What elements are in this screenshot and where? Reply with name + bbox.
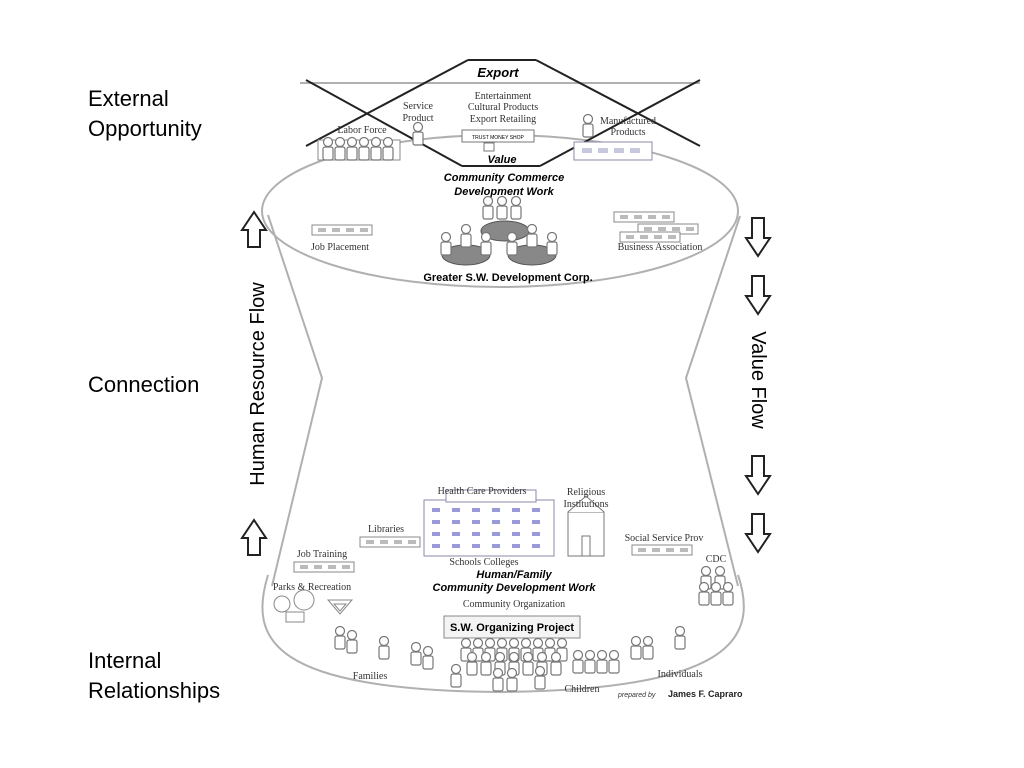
job-placement-label: Job Placement [311, 242, 369, 253]
entertainment-line: Entertainment [475, 91, 532, 102]
products-line: Products [611, 127, 646, 138]
value-flow-label: Value Flow [747, 331, 769, 429]
internal-label-line1: Internal [88, 648, 162, 673]
internal-label-line2: Relationships [88, 678, 221, 703]
libraries-label: Libraries [368, 524, 404, 535]
families-icon [334, 625, 434, 670]
shop-storefront-icon: TRUST MONEY SHOP [461, 129, 535, 152]
human-resource-flow-arrows [240, 210, 268, 556]
job-placement-building-icon [311, 224, 373, 236]
down-arrow-icon [744, 275, 772, 316]
community-commerce-line1: Community Commerce [444, 172, 564, 184]
up-arrow-icon [240, 518, 268, 556]
social-service-building-icon [631, 544, 693, 556]
manufactured-products-label: Manufactured Products [600, 116, 656, 138]
organizing-project-box [443, 615, 581, 639]
social-service-label: Social Service Prov [625, 533, 704, 544]
hourglass-outline [261, 82, 745, 694]
parks-recreation-icon [273, 589, 354, 623]
job-training-label: Job Training [297, 549, 347, 560]
external-opportunity-label: External Opportunity [88, 84, 202, 144]
organizing-project-label: S.W. Organizing Project [450, 622, 574, 634]
individuals-label: Individuals [658, 669, 703, 680]
religious-institutions-label: Religious Institutions [563, 487, 608, 510]
human-family-line2: Community Development Work [433, 582, 597, 594]
cultural-products-line: Cultural Products [468, 102, 538, 113]
individuals-icon [630, 625, 686, 660]
human-resource-flow-label: Human Resource Flow [247, 282, 269, 486]
value-flow-arrows [744, 217, 772, 554]
up-arrow-icon [240, 210, 268, 248]
external-label-line2: Opportunity [88, 116, 202, 141]
community-commerce-line2: Development Work [454, 186, 554, 198]
business-association-label: Business Association [618, 242, 703, 253]
export-x-lines [305, 59, 701, 167]
hospital-building-icon [423, 489, 555, 557]
children-label: Children [565, 684, 600, 695]
value-title: Value [488, 154, 517, 166]
manufactured-line: Manufactured [600, 116, 656, 127]
community-organization-label: Community Organization [463, 599, 565, 610]
down-arrow-icon [744, 217, 772, 258]
down-arrow-icon [744, 513, 772, 554]
service-product-label: Service Product [402, 101, 433, 124]
church-icon [567, 495, 605, 557]
factory-icon [573, 113, 653, 161]
internal-relationships-label: Internal Relationships [88, 646, 220, 706]
service-line: Service [403, 101, 434, 112]
community-commerce-label: Community Commerce Development Work [444, 172, 564, 198]
external-label-line1: External [88, 86, 169, 111]
prepared-by-label: prepared by [617, 692, 656, 699]
development-corp-label: Greater S.W. Development Corp. [423, 272, 592, 284]
human-family-label: Human/Family Community Development Work [433, 569, 597, 594]
entertainment-label: Entertainment Cultural Products Export R… [468, 91, 538, 125]
cdc-label: CDC [706, 554, 727, 565]
product-line: Product [402, 113, 433, 124]
connection-label: Connection [88, 372, 200, 397]
author-label: James F. Capraro [668, 689, 743, 699]
export-retailing-line: Export Retailing [470, 114, 536, 125]
human-family-line1: Human/Family [476, 569, 552, 581]
labor-force-workers-icon [317, 136, 401, 161]
institutions-line: Institutions [563, 499, 608, 510]
children-icon [572, 649, 620, 674]
religious-line: Religious [567, 487, 605, 498]
library-building-icon [359, 536, 421, 548]
schools-colleges-label: Schools Colleges [449, 557, 518, 568]
labor-force-label: Labor Force [337, 125, 387, 136]
export-title: Export [477, 65, 519, 80]
parks-recreation-label: Parks & Recreation [273, 582, 351, 593]
business-association-buildings-icon [613, 211, 699, 243]
health-care-label: Health Care Providers [438, 486, 527, 497]
job-training-building-icon [293, 561, 355, 573]
cdc-group-icon [698, 565, 734, 606]
service-worker-icon [412, 121, 424, 146]
crowd-icon [450, 637, 568, 692]
development-corp-meeting-icon [440, 195, 558, 266]
down-arrow-icon [744, 455, 772, 496]
shop-sign-text: TRUST MONEY SHOP [472, 135, 524, 141]
families-label: Families [353, 671, 388, 682]
